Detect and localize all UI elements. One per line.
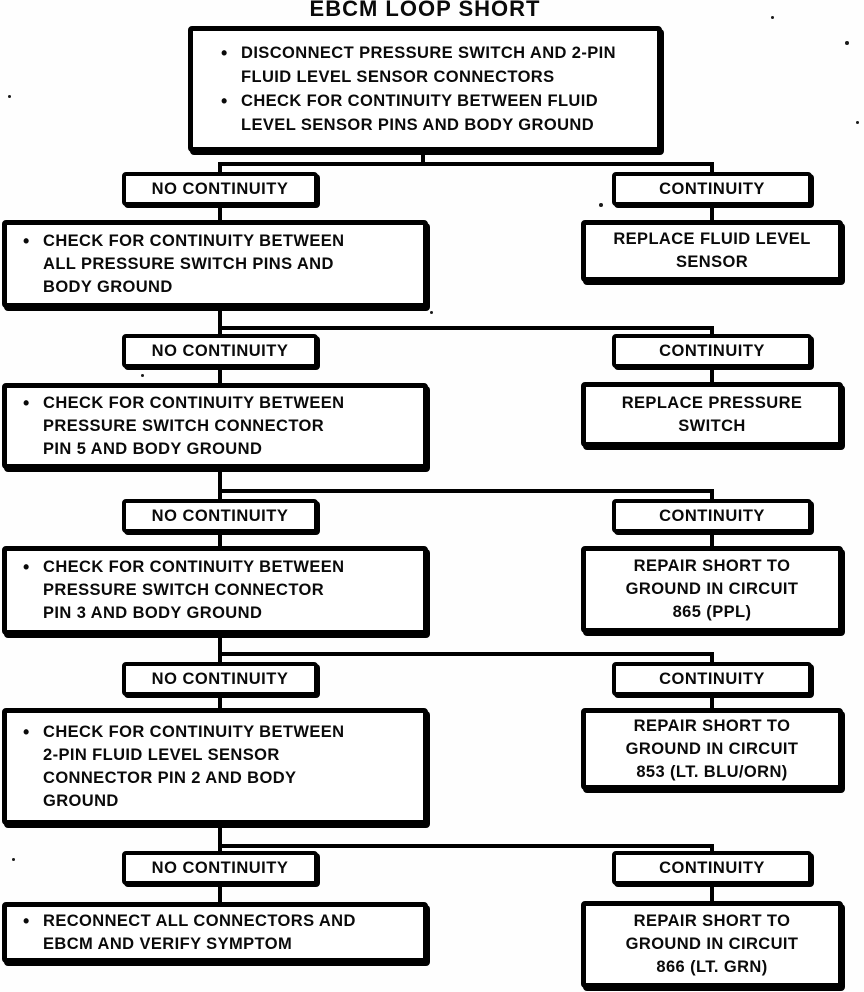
no-continuity-label-row1: NO CONTINUITY: [122, 172, 318, 206]
instruction-line: DISCONNECT PRESSURE SWITCH AND 2-PIN: [221, 41, 657, 65]
result-line: 865 (PPL): [672, 603, 752, 621]
connector-no-action-stub-row4: [218, 693, 222, 710]
no-continuity-label-row4: NO CONTINUITY: [122, 662, 318, 696]
scan-speck: [771, 16, 774, 19]
result-line: REPLACE PRESSURE: [621, 393, 803, 412]
connector-yes-stub-row2: [710, 326, 714, 338]
connector-no-stub-row2: [218, 326, 222, 338]
action-line: PRESSURE SWITCH CONNECTOR: [43, 581, 325, 599]
action-line: CHECK FOR CONTINUITY BETWEEN: [23, 556, 417, 579]
connector-split-row1: [218, 162, 714, 166]
result-line: REPLACE FLUID LEVEL: [613, 230, 811, 248]
result-line: GROUND IN CIRCUIT: [625, 739, 799, 758]
connector-yes-stub-row1: [710, 162, 714, 175]
instruction-line: CHECK FOR CONTINUITY BETWEEN FLUID: [221, 89, 657, 113]
scan-speck: [845, 41, 849, 45]
continuity-label-row1: CONTINUITY: [612, 172, 812, 206]
result-line: SENSOR: [675, 253, 749, 271]
connector-split-row3: [218, 489, 714, 493]
action-box-row4: CHECK FOR CONTINUITY BETWEEN 2-PIN FLUID…: [2, 708, 428, 825]
action-line: CHECK FOR CONTINUITY BETWEEN: [23, 230, 417, 253]
connector-no-stub-row4: [218, 652, 222, 665]
result-line: 866 (LT. GRN): [656, 958, 768, 976]
no-continuity-label-row3: NO CONTINUITY: [122, 499, 318, 533]
action-line: 2-PIN FLUID LEVEL SENSOR: [43, 745, 280, 764]
connector-no-action-stub-row3: [218, 530, 222, 548]
action-line: EBCM AND VERIFY SYMPTOM: [43, 934, 293, 953]
connector-split-row4: [218, 652, 714, 656]
instruction-line: LEVEL SENSOR PINS AND BODY GROUND: [241, 116, 595, 134]
scan-speck: [12, 858, 15, 861]
result-line: REPAIR SHORT TO: [633, 716, 791, 735]
connector-yes-stub-row4: [710, 652, 714, 665]
scan-speck: [8, 95, 11, 98]
action-line: PRESSURE SWITCH CONNECTOR: [43, 416, 325, 435]
connector-split-row2: [218, 326, 714, 330]
action-box-row3: CHECK FOR CONTINUITY BETWEEN PRESSURE SW…: [2, 546, 428, 635]
action-line: RECONNECT ALL CONNECTORS AND: [23, 910, 417, 933]
action-box-row1: CHECK FOR CONTINUITY BETWEEN ALL PRESSUR…: [2, 220, 428, 308]
result-box-row4: REPAIR SHORT TO GROUND IN CIRCUIT 853 (L…: [581, 708, 843, 790]
connector-top-stub: [421, 148, 425, 164]
connector-yes-stub-row3: [710, 489, 714, 502]
connector-yes-stub-row5: [710, 844, 714, 854]
action-line: CHECK FOR CONTINUITY BETWEEN: [23, 721, 417, 744]
scan-speck: [141, 374, 144, 377]
connector-yes-result-stub-row2: [710, 365, 714, 384]
continuity-label-row2: CONTINUITY: [612, 334, 812, 368]
connector-split-row5: [218, 844, 714, 848]
no-continuity-label-row2: NO CONTINUITY: [122, 334, 318, 368]
connector-no-stub-row5: [218, 844, 222, 854]
result-line: SWITCH: [678, 416, 746, 435]
connector-out-stub-row3: [218, 632, 222, 654]
result-box-row1: REPLACE FLUID LEVEL SENSOR: [581, 220, 843, 282]
result-line: 853 (LT. BLU/ORN): [636, 762, 788, 781]
connector-yes-result-stub-row4: [710, 693, 714, 710]
action-line: CONNECTOR PIN 2 AND BODY: [43, 768, 297, 787]
result-line: REPAIR SHORT TO: [633, 557, 791, 575]
scan-speck: [856, 121, 859, 124]
connector-no-action-stub-row5: [218, 882, 222, 902]
result-line: REPAIR SHORT TO: [633, 912, 791, 930]
action-line: PIN 3 AND BODY GROUND: [43, 604, 263, 622]
result-box-row3: REPAIR SHORT TO GROUND IN CIRCUIT 865 (P…: [581, 546, 843, 633]
result-line: GROUND IN CIRCUIT: [625, 935, 799, 953]
connector-out-stub-row4: [218, 822, 222, 846]
connector-yes-result-stub-row1: [710, 204, 714, 222]
action-line: PIN 5 AND BODY GROUND: [43, 439, 263, 458]
result-line: GROUND IN CIRCUIT: [625, 580, 799, 598]
connector-yes-result-stub-row3: [710, 530, 714, 548]
action-line: ALL PRESSURE SWITCH PINS AND: [43, 254, 334, 273]
start-instructions-box: DISCONNECT PRESSURE SWITCH AND 2-PIN FLU…: [188, 26, 662, 152]
scan-speck: [430, 311, 433, 314]
no-continuity-label-row5: NO CONTINUITY: [122, 851, 318, 885]
action-line: GROUND: [43, 791, 119, 810]
connector-no-action-stub-row2: [218, 365, 222, 384]
result-box-row5: REPAIR SHORT TO GROUND IN CIRCUIT 866 (L…: [581, 901, 843, 988]
connector-out-stub-row1: [218, 305, 222, 328]
instruction-line: FLUID LEVEL SENSOR CONNECTORS: [241, 68, 555, 86]
continuity-label-row4: CONTINUITY: [612, 662, 812, 696]
action-box-row2: CHECK FOR CONTINUITY BETWEEN PRESSURE SW…: [2, 383, 428, 469]
action-line: BODY GROUND: [43, 277, 173, 296]
connector-no-stub-row3: [218, 489, 222, 502]
flowchart-title: EBCM LOOP SHORT: [309, 0, 541, 21]
action-box-row5: RECONNECT ALL CONNECTORS AND EBCM AND VE…: [2, 902, 428, 963]
action-line: CHECK FOR CONTINUITY BETWEEN: [23, 392, 417, 415]
connector-yes-result-stub-row5: [710, 882, 714, 902]
continuity-label-row3: CONTINUITY: [612, 499, 812, 533]
connector-no-action-stub-row1: [218, 204, 222, 222]
continuity-label-row5: CONTINUITY: [612, 851, 812, 885]
connector-out-stub-row2: [218, 466, 222, 491]
scan-speck: [599, 203, 603, 207]
result-box-row2: REPLACE PRESSURE SWITCH: [581, 382, 843, 447]
connector-no-stub-row1: [218, 162, 222, 175]
